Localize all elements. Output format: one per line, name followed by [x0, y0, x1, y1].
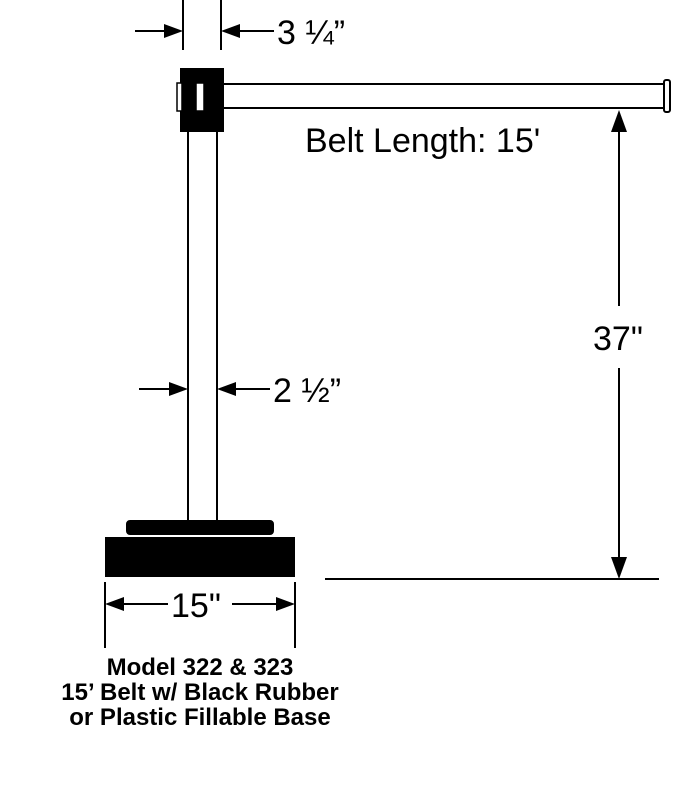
- post-width-label: 2 ½”: [273, 372, 341, 410]
- top-width-label: 3 ¼”: [277, 14, 345, 52]
- base-width-arrowhead-right: [276, 597, 295, 611]
- top-width-arrowhead-right: [221, 24, 240, 38]
- base-top-plate: [126, 520, 274, 535]
- belt: [222, 83, 665, 109]
- height-label: 37": [593, 320, 643, 358]
- top-width-arrowhead-left: [164, 24, 183, 38]
- caption-line-3: or Plastic Fillable Base: [69, 704, 331, 731]
- dimension-labels: 3 ¼” Belt Length: 15' 37" 2 ½” 15": [171, 14, 643, 625]
- belt-end-clip: [663, 79, 671, 113]
- dimension-lines: [104, 0, 659, 648]
- caption-line-2: 15’ Belt w/ Black Rubber: [61, 679, 339, 706]
- height-arrowhead-bottom: [611, 557, 627, 579]
- model-caption: Model 322 & 323 15’ Belt w/ Black Rubber…: [0, 655, 400, 730]
- base-width-label: 15": [171, 587, 221, 625]
- stanchion-drawing: [105, 68, 671, 577]
- head-side-tab: [176, 82, 183, 112]
- belt-slot: [195, 82, 205, 112]
- post-width-arrowhead-right: [217, 382, 236, 396]
- caption-line-1: Model 322 & 323: [106, 654, 294, 681]
- height-arrowhead-top: [611, 110, 627, 132]
- base: [105, 537, 295, 577]
- post-width-arrowhead-left: [169, 382, 188, 396]
- belt-length-label: Belt Length: 15': [305, 122, 540, 160]
- base-width-arrowhead-left: [105, 597, 124, 611]
